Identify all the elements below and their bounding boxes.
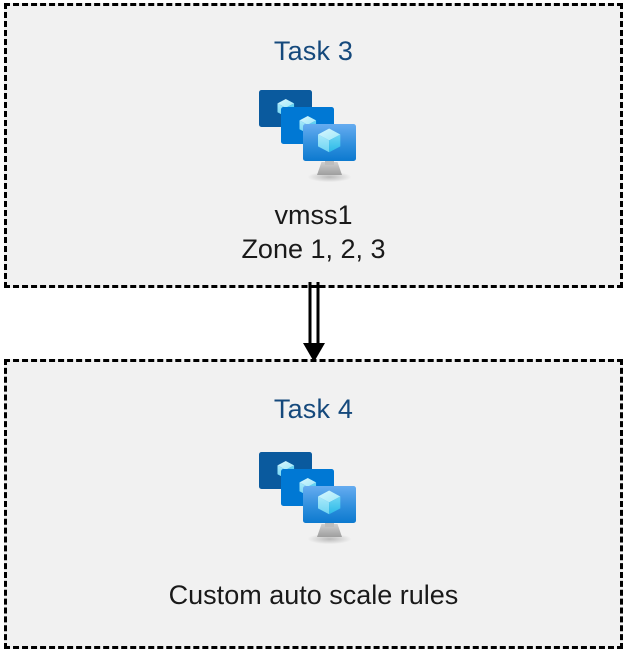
task-box-content: Task 4 xyxy=(7,362,620,646)
connector-arrow-task3-to-task4 xyxy=(296,282,336,364)
caption-line: Custom auto scale rules xyxy=(168,580,459,610)
task-heading: Task 4 xyxy=(273,394,354,424)
task-heading: Task 3 xyxy=(273,36,354,66)
task-box-task-3[interactable]: Task 3 xyxy=(4,3,623,288)
task-caption: Custom auto scale rules xyxy=(169,578,459,612)
caption-line: Zone 1, 2, 3 xyxy=(241,234,386,265)
azure-vm-scale-set-icon xyxy=(251,446,377,550)
caption-line: vmss1 xyxy=(274,200,353,230)
task-caption: vmss1 Zone 1, 2, 3 xyxy=(241,198,385,266)
task-box-task-4[interactable]: Task 4 xyxy=(4,359,623,649)
task-box-content: Task 3 xyxy=(7,6,620,285)
azure-vm-scale-set-icon xyxy=(251,84,377,188)
